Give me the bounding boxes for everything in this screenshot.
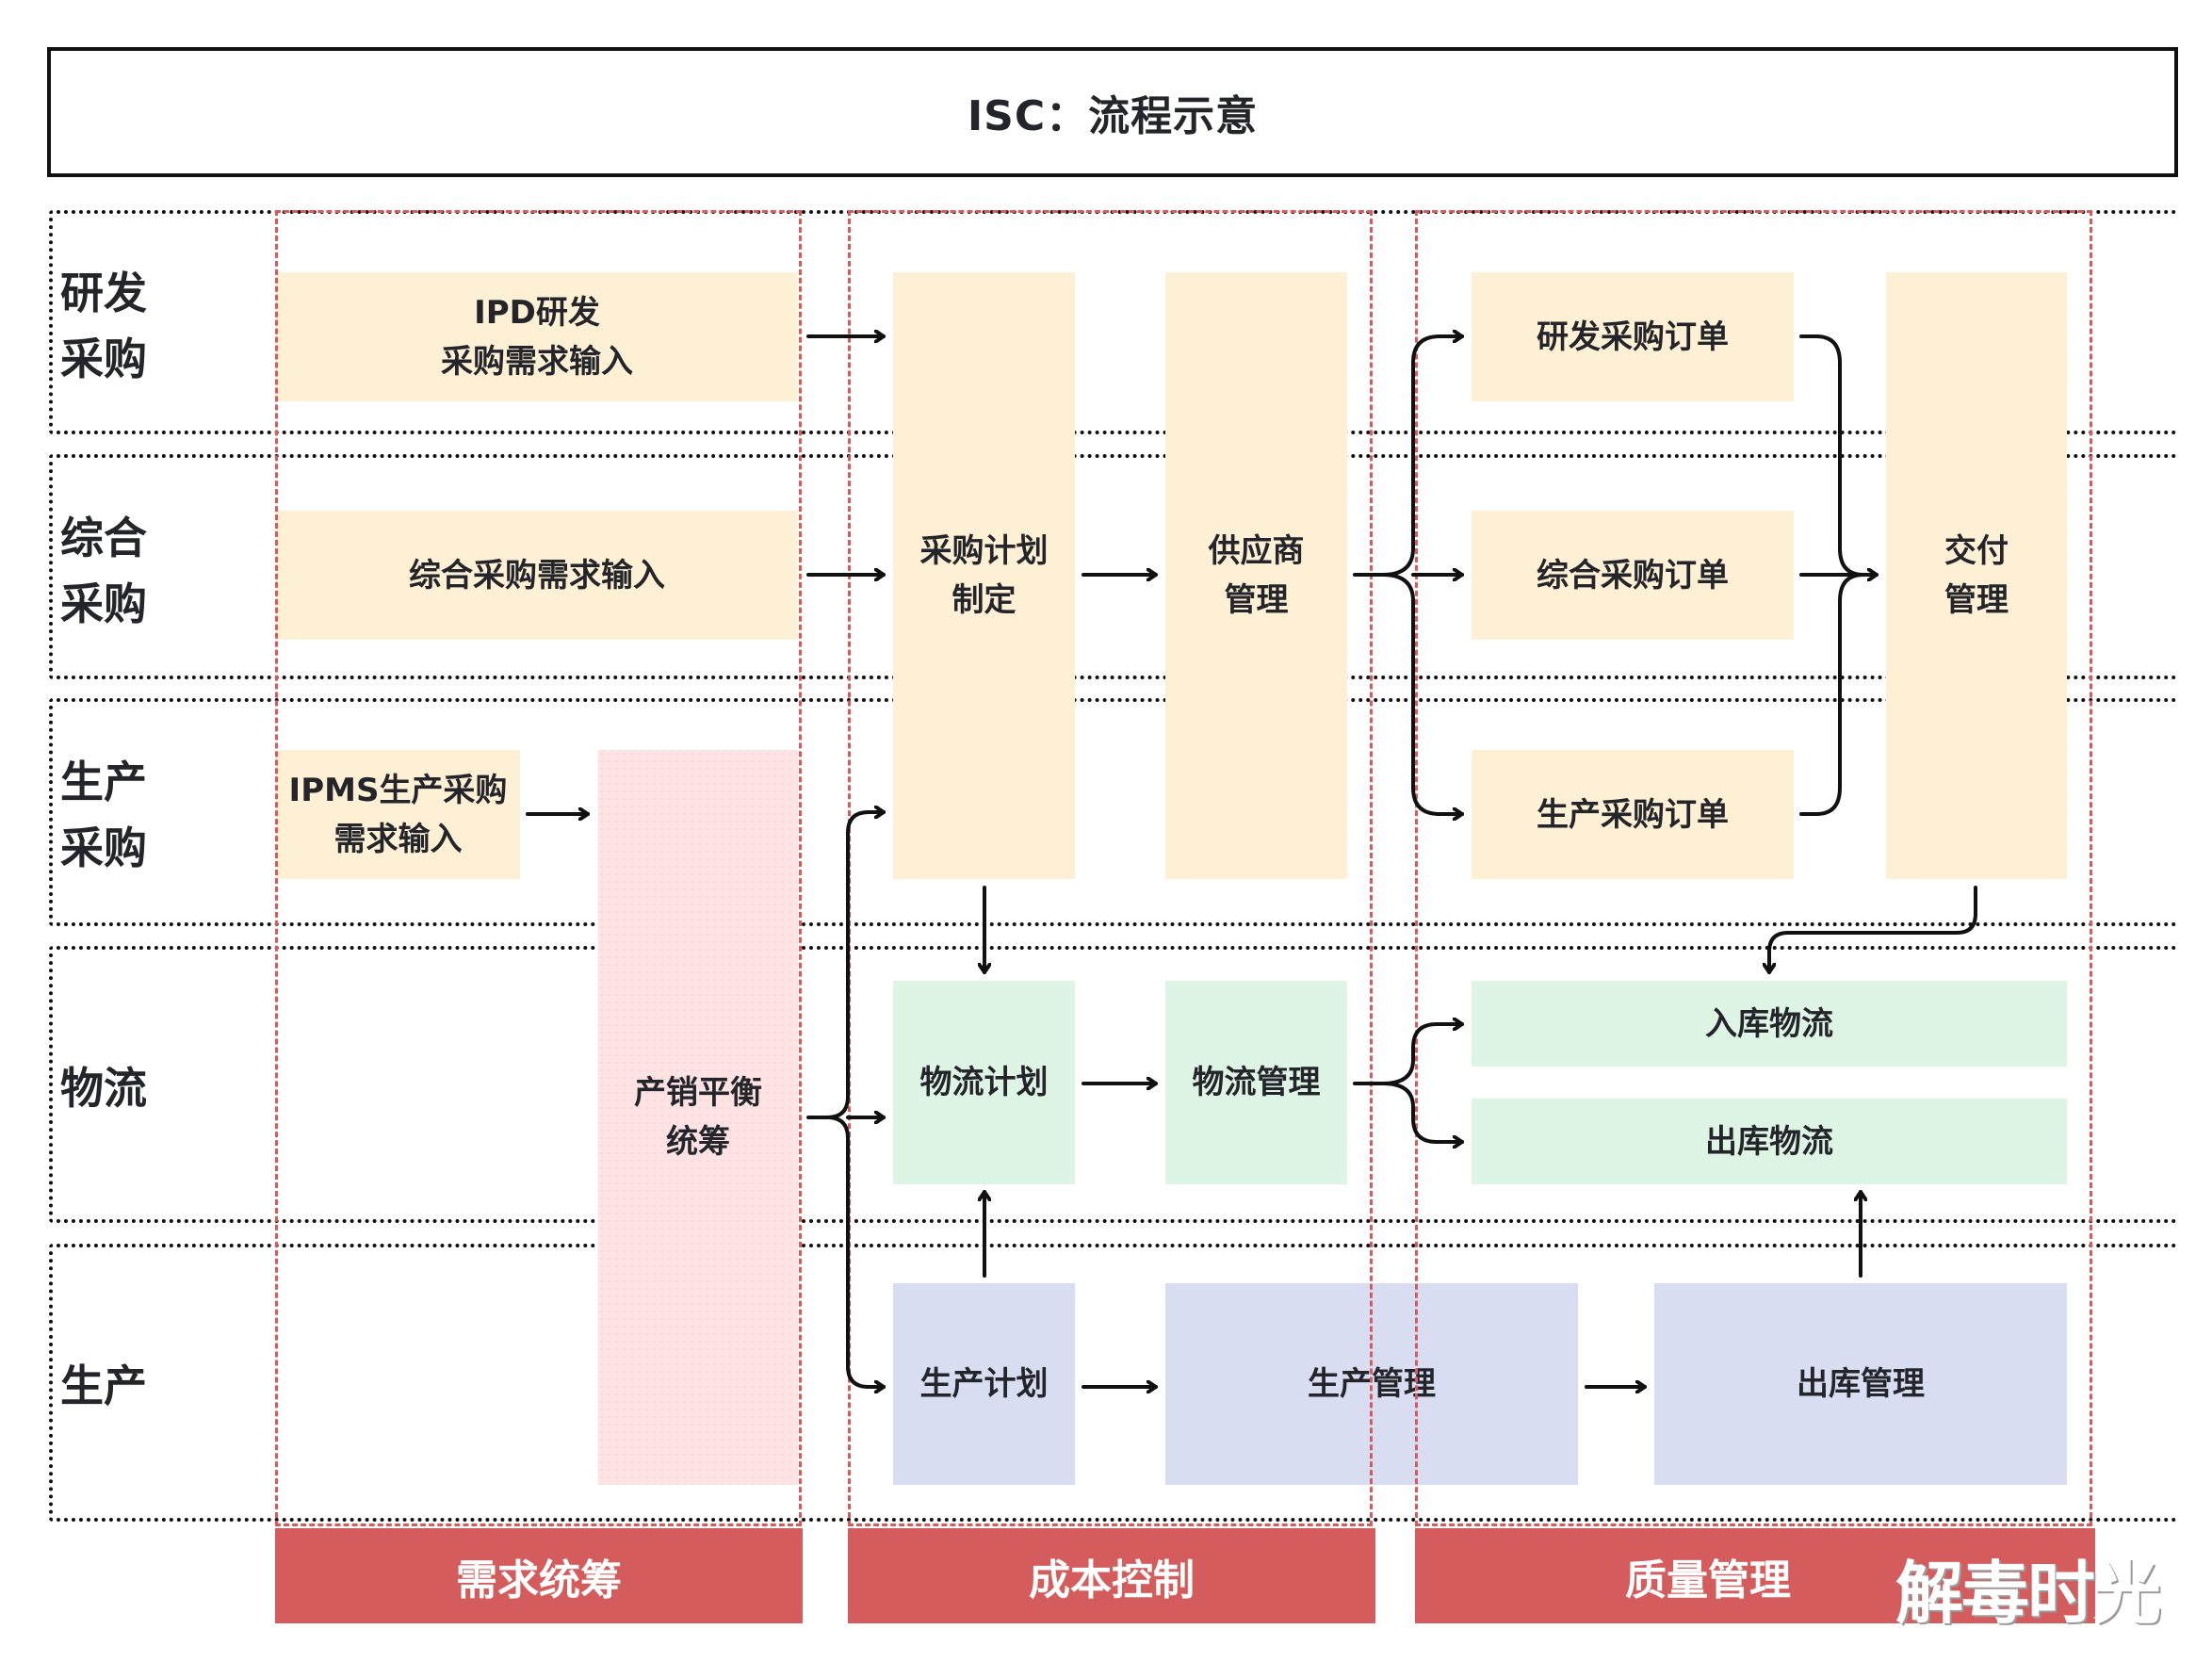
lane-label-general-purchase: 综合 采购 [60, 513, 147, 629]
diagram-title: ISC：流程示意 [967, 92, 1259, 140]
column-label-demand: 需求统筹 [275, 1528, 803, 1623]
box-general-order: 综合采购订单 [1472, 511, 1794, 640]
box-supplier-mgmt: 供应商 管理 [1165, 272, 1347, 879]
column-frame-cost [848, 210, 1373, 1526]
column-label-quality-text: 质量管理 [1625, 1556, 1791, 1605]
box-sop-balance: 产销平衡 统筹 [598, 750, 798, 1485]
lane-label-production: 生产 [60, 1361, 147, 1411]
diagram-title-box: ISC：流程示意 [47, 47, 2178, 177]
lane-production [49, 1244, 2178, 1522]
lane-label-logistics: 物流 [60, 1063, 147, 1114]
box-ipms-input: IPMS生产采购 需求输入 [276, 750, 520, 879]
lane-logistics [49, 946, 2178, 1223]
column-label-demand-text: 需求统筹 [456, 1556, 622, 1605]
column-label-cost: 成本控制 [848, 1528, 1375, 1623]
box-purchase-plan: 采购计划 制定 [893, 272, 1075, 879]
box-general-input: 综合采购需求输入 [276, 511, 798, 640]
box-rd-order: 研发采购订单 [1472, 272, 1794, 401]
box-production-plan: 生产计划 [893, 1283, 1075, 1485]
box-logistics-plan: 物流计划 [893, 981, 1075, 1184]
lane-label-production-purchase: 生产 采购 [60, 757, 147, 873]
box-production-order: 生产采购订单 [1472, 750, 1794, 879]
column-frame-demand [275, 210, 802, 1526]
column-label-cost-text: 成本控制 [1029, 1556, 1195, 1605]
box-inbound-logistics: 入库物流 [1472, 981, 2067, 1067]
lane-label-rd-purchase: 研发 采购 [60, 268, 147, 384]
box-delivery-mgmt: 交付 管理 [1886, 272, 2067, 879]
box-outbound-logistics: 出库物流 [1472, 1099, 2067, 1184]
box-ipd-input: IPD研发 采购需求输入 [276, 272, 798, 401]
column-label-quality: 质量管理 [1415, 1528, 2095, 1623]
watermark: 解毒时光 [1895, 1554, 2161, 1633]
lane-production-purchase [49, 698, 2178, 926]
box-outbound-mgmt: 出库管理 [1654, 1283, 2067, 1485]
box-logistics-mgmt: 物流管理 [1165, 981, 1347, 1184]
lane-general-purchase [49, 454, 2178, 679]
column-frame-quality [1415, 210, 2092, 1526]
